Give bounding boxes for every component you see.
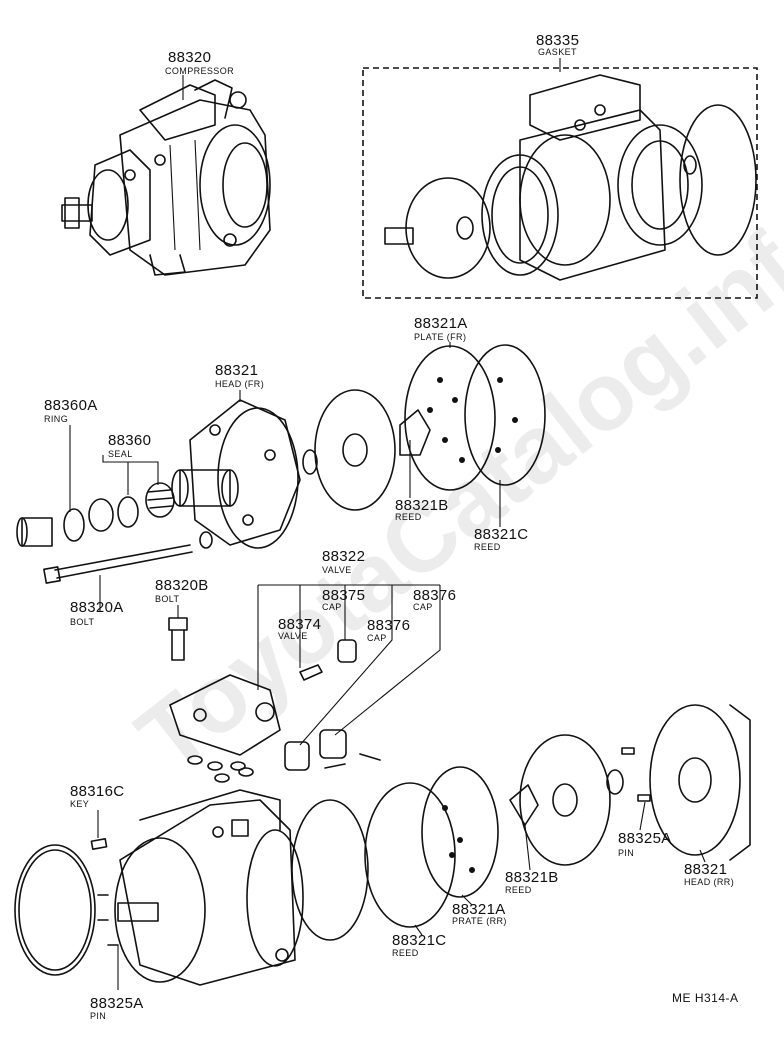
part-number-88376-cap-right: 88376 (413, 587, 457, 604)
part-number-88376-cap-left: 88376 (367, 617, 411, 634)
part-desc-plate-fr: PLATE (FR) (414, 332, 467, 342)
part-number-88360a-ring: 88360A (44, 397, 98, 414)
plate-fr-drawing (314, 344, 546, 511)
part-desc-valve-74: VALVE (278, 631, 308, 641)
part-number-88320b-bolt: 88320B (155, 577, 209, 594)
part-number-88321c-reed-fr: 88321C (474, 526, 529, 543)
part-number-88321b-reed-fr: 88321B (395, 497, 449, 514)
part-desc-head-rr: HEAD (RR) (684, 877, 735, 887)
part-number-88321-head-fr: 88321 (215, 362, 259, 379)
valve-leader-lines (257, 584, 441, 746)
part-desc-gasket: GASKET (538, 47, 577, 57)
bolt-b-drawing (168, 617, 188, 661)
part-number-88374-valve: 88374 (278, 616, 322, 633)
gasket-kit-drawing (384, 74, 757, 281)
part-desc-reed-c-fr: REED (474, 542, 501, 552)
part-number-88321a-plate-fr: 88321A (414, 315, 468, 332)
ring-seal-drawing (16, 449, 318, 547)
part-number-88335-gasket: 88335 (536, 32, 580, 49)
part-desc-valve: VALVE (322, 565, 352, 575)
part-number-88320a-bolt: 88320A (70, 599, 124, 616)
part-desc-cap-76-right: CAP (413, 602, 433, 612)
leader-lines (69, 75, 706, 990)
part-desc-seal: SEAL (108, 449, 133, 459)
part-desc-ring: RING (44, 414, 69, 424)
part-desc-pin-rr: PIN (618, 848, 635, 858)
part-number-88322-valve: 88322 (322, 548, 366, 565)
part-desc-reed-fr: REED (395, 512, 422, 522)
part-desc-bolt-b: BOLT (155, 594, 180, 604)
part-desc-reed-rr: REED (505, 885, 532, 895)
rear-plates-drawing (364, 704, 751, 928)
part-number-88321a-plate-rr: 88321A (452, 901, 506, 918)
part-number-88325a-pin-rr: 88325A (618, 830, 672, 847)
part-desc-reed-c-rr: REED (392, 948, 419, 958)
valve-drawing (169, 639, 381, 783)
part-number-88320-compressor: 88320 (168, 49, 212, 66)
part-number-88321b-reed-rr: 88321B (505, 869, 559, 886)
compressor-drawing (61, 79, 271, 276)
part-desc-compressor: COMPRESSOR (165, 66, 235, 76)
part-desc-head-fr: HEAD (FR) (215, 379, 265, 389)
part-desc-cap-75: CAP (322, 602, 342, 612)
part-number-88360-seal: 88360 (108, 432, 152, 449)
part-desc-key: KEY (70, 799, 90, 809)
part-number-88321-head-rr: 88321 (684, 861, 728, 878)
part-number-88316c-key: 88316C (70, 783, 125, 800)
part-desc-plate-rr: PRATE (RR) (452, 916, 507, 926)
part-desc-cap-76-left: CAP (367, 633, 387, 643)
bolt-a-drawing (43, 531, 213, 584)
part-desc-bolt-a: BOLT (70, 617, 95, 627)
gasket-kit-boundary (362, 67, 758, 299)
rear-compressor-drawing (14, 789, 369, 986)
part-number-88325a-pin-bottom: 88325A (90, 995, 144, 1012)
head-fr-drawing (171, 399, 301, 549)
diagram-code: ME H314-A (672, 991, 739, 1005)
part-number-88321c-reed-rr: 88321C (392, 932, 447, 949)
part-desc-pin-bottom: PIN (90, 1011, 107, 1021)
part-number-88375-cap: 88375 (322, 587, 366, 604)
